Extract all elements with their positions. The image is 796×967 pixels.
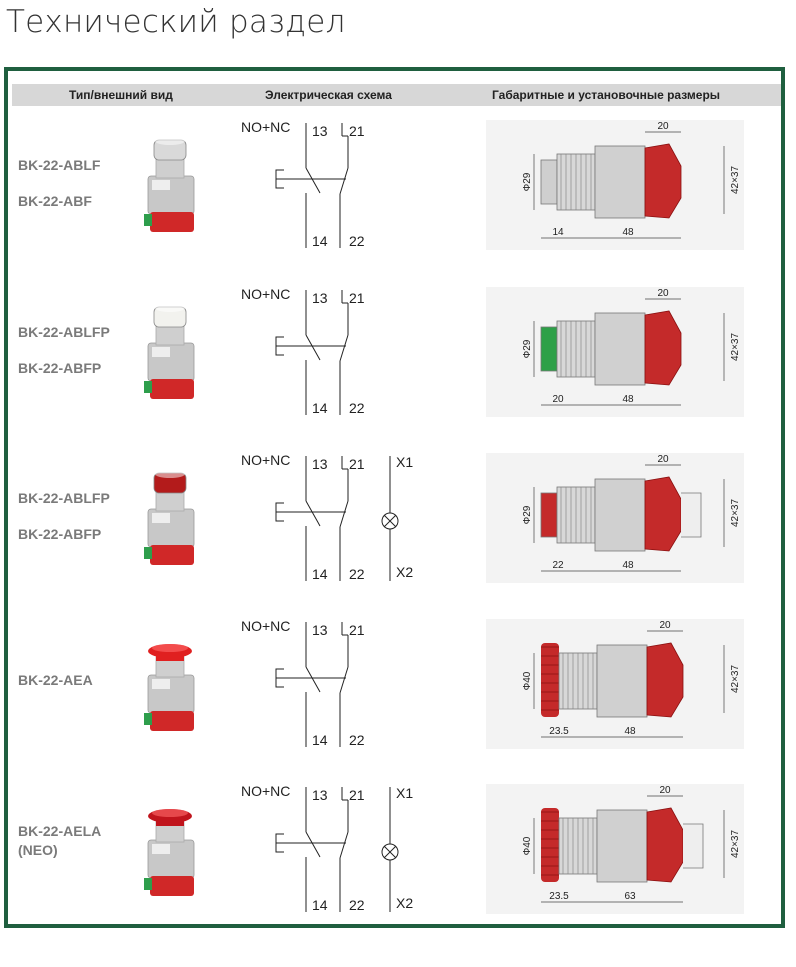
product-photo: [134, 128, 204, 238]
terminal-14: 14: [312, 400, 328, 416]
header-type: Тип/внешний вид: [69, 88, 173, 102]
terminal-22: 22: [349, 566, 365, 582]
product-photo: [134, 461, 204, 571]
model-name: (NEO): [18, 842, 58, 858]
table-header: Тип/внешний вид Электрическая схема Габа…: [12, 84, 781, 106]
dim-right: 48: [622, 227, 634, 238]
model-name: BK-22-ABF: [18, 193, 92, 209]
terminal-22: 22: [349, 233, 365, 249]
dim-height: 42×37: [730, 333, 741, 362]
terminal-13: 13: [312, 290, 328, 306]
dim-right: 48: [622, 560, 634, 571]
dim-left: 22: [552, 560, 564, 571]
lamp-x2: X2: [396, 895, 413, 911]
product-row: BK-22-ABLF BK-22-ABF NO+NC 13 14 21 22 20 42×37 Ф…: [8, 108, 781, 273]
contacts-label: NO+NC: [241, 618, 290, 634]
dim-left: 20: [552, 394, 564, 405]
dimension-drawing: 20 42×37 Ф29 22 48: [486, 441, 746, 606]
terminal-14: 14: [312, 732, 328, 748]
contacts-label: NO+NC: [241, 783, 290, 799]
electrical-schematic: NO+NC 13 14 21 22: [236, 108, 426, 273]
model-name: BK-22-AELA: [18, 823, 102, 839]
product-photo: [134, 627, 204, 737]
tech-table: Тип/внешний вид Электрическая схема Габа…: [4, 67, 785, 928]
dim-height: 42×37: [730, 499, 741, 528]
dim-height: 42×37: [730, 166, 741, 195]
dimension-drawing: 20 42×37 Ф29 20 48: [486, 275, 746, 440]
product-photo: [134, 792, 204, 902]
terminal-13: 13: [312, 622, 328, 638]
terminal-13: 13: [312, 456, 328, 472]
electrical-schematic: NO+NC 13 14 21 22: [236, 275, 426, 440]
dim-right: 48: [622, 394, 634, 405]
lamp-x1: X1: [396, 785, 413, 801]
product-row: BK-22-ABLFP BK-22-ABFP NO+NC 13 14 21 22 20 42×3…: [8, 275, 781, 440]
header-schema: Электрическая схема: [265, 88, 392, 102]
dim-diameter: Ф29: [522, 505, 533, 524]
terminal-22: 22: [349, 400, 365, 416]
dimension-drawing: 20 42×37 Ф40 23.5 48: [486, 607, 746, 772]
dim-left: 23.5: [549, 726, 569, 737]
contacts-label: NO+NC: [241, 119, 290, 135]
dim-diameter: Ф40: [522, 836, 533, 855]
model-name: BK-22-AEA: [18, 672, 93, 688]
dim-height: 42×37: [730, 665, 741, 694]
terminal-21: 21: [349, 290, 365, 306]
product-row: BK-22-AEA NO+NC 13 14 21 22 20 42×37 Ф40 23.5 48: [8, 607, 781, 772]
dimension-drawing: 20 42×37 Ф29 14 48: [486, 108, 746, 273]
terminal-21: 21: [349, 456, 365, 472]
terminal-13: 13: [312, 787, 328, 803]
terminal-21: 21: [349, 622, 365, 638]
dim-right: 63: [624, 891, 636, 902]
model-name: BK-22-ABLF: [18, 157, 101, 173]
dim-width-20: 20: [659, 785, 671, 796]
dim-width-20: 20: [657, 121, 669, 132]
product-photo: [134, 295, 204, 405]
electrical-schematic: NO+NC 13 14 21 22: [236, 607, 426, 772]
dim-diameter: Ф40: [522, 671, 533, 690]
terminal-14: 14: [312, 897, 328, 913]
contacts-label: NO+NC: [241, 452, 290, 468]
lamp-x2: X2: [396, 564, 413, 580]
dim-left: 14: [552, 227, 564, 238]
terminal-13: 13: [312, 123, 328, 139]
dim-height: 42×37: [730, 830, 741, 859]
dim-right: 48: [624, 726, 636, 737]
dim-width-20: 20: [657, 288, 669, 299]
terminal-14: 14: [312, 566, 328, 582]
dim-width-20: 20: [657, 454, 669, 465]
dimension-drawing: 20 42×37 Ф40 23.5 63: [486, 772, 746, 937]
terminal-14: 14: [312, 233, 328, 249]
model-name: BK-22-ABLFP: [18, 490, 110, 506]
contacts-label: NO+NC: [241, 286, 290, 302]
dim-diameter: Ф29: [522, 339, 533, 358]
terminal-21: 21: [349, 787, 365, 803]
dim-diameter: Ф29: [522, 172, 533, 191]
lamp-x1: X1: [396, 454, 413, 470]
dim-width-20: 20: [659, 620, 671, 631]
terminal-22: 22: [349, 897, 365, 913]
dim-left: 23.5: [549, 891, 569, 902]
header-dims: Габаритные и установочные размеры: [492, 88, 721, 102]
model-name: BK-22-ABFP: [18, 526, 102, 542]
model-name: BK-22-ABFP: [18, 360, 102, 376]
terminal-22: 22: [349, 732, 365, 748]
model-name: BK-22-ABLFP: [18, 324, 110, 340]
terminal-21: 21: [349, 123, 365, 139]
page-title: Технический раздел: [6, 4, 346, 40]
